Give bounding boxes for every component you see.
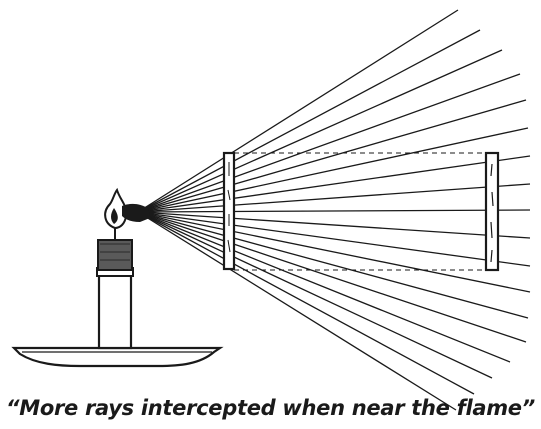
light-ray: [138, 212, 510, 362]
candle-flame: [105, 190, 150, 228]
near-screen: [224, 153, 234, 269]
figure-caption: “More rays intercepted when near the fla…: [6, 396, 536, 420]
candlestick-dish: [14, 348, 220, 366]
light-ray: [138, 50, 502, 212]
light-ray: [138, 30, 480, 212]
far-screen: [486, 153, 498, 270]
light-ray: [138, 156, 530, 212]
light-ray: [138, 10, 458, 212]
light-ray: [138, 210, 530, 212]
light-ray: [138, 212, 530, 292]
light-ray: [138, 128, 528, 212]
light-ray: [138, 100, 526, 212]
light-ray: [138, 184, 530, 212]
light-ray: [138, 212, 530, 238]
light-ray: [138, 74, 520, 212]
light-ray: [138, 212, 456, 410]
light-ray: [138, 212, 528, 318]
light-ray: [138, 212, 526, 342]
light-ray: [138, 212, 474, 394]
candle-body: [97, 226, 133, 348]
